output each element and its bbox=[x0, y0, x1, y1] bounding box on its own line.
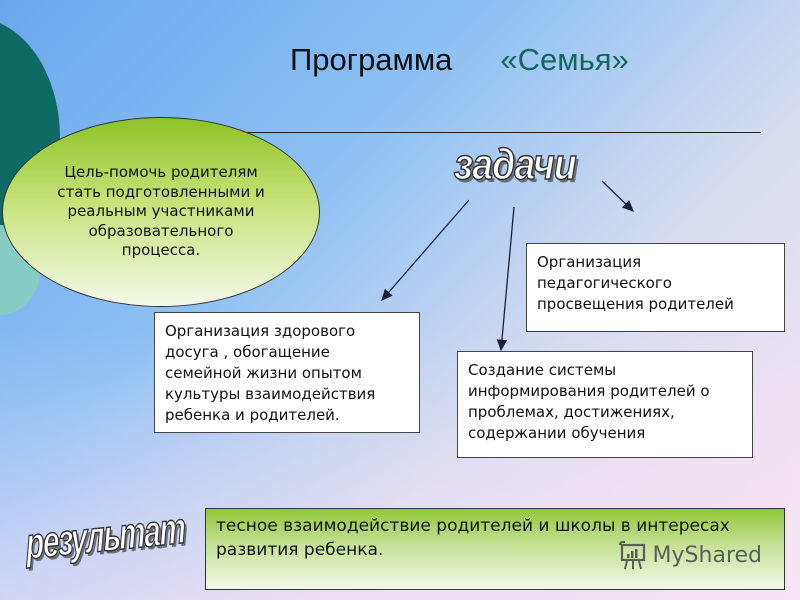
watermark-text: MyShared bbox=[652, 543, 762, 568]
task-text: Организация педагогического просвещения … bbox=[537, 253, 734, 313]
slide-title: Программа «Семья» bbox=[290, 42, 629, 78]
task-text: Создание системы информирования родителе… bbox=[468, 361, 710, 442]
title-divider bbox=[247, 132, 761, 133]
tasks-heading: задачи bbox=[453, 139, 577, 190]
arrow-to-pedagogical-education bbox=[601, 180, 634, 212]
result-text: тесное взаимодействие родителей и школы … bbox=[216, 516, 730, 560]
task-box-information-system: Создание системы информирования родителе… bbox=[457, 351, 753, 458]
presentation-board-icon bbox=[618, 541, 645, 570]
arrow-to-healthy-leisure bbox=[381, 199, 470, 301]
task-text: Организация здорового досуга , обогащени… bbox=[165, 322, 376, 424]
watermark: MyShared bbox=[617, 541, 762, 571]
task-box-pedagogical-education: Организация педагогического просвещения … bbox=[526, 243, 785, 332]
goal-ellipse: Цель-помочь родителям стать подготовленн… bbox=[2, 117, 320, 307]
result-box: тесное взаимодействие родителей и школы … bbox=[205, 508, 785, 590]
title-main: Программа bbox=[290, 42, 453, 77]
arrow-to-information-system bbox=[496, 206, 515, 352]
task-box-healthy-leisure: Организация здорового досуга , обогащени… bbox=[154, 312, 420, 433]
goal-text: Цель-помочь родителям стать подготовленн… bbox=[57, 163, 265, 260]
title-sub: «Семья» bbox=[500, 42, 629, 77]
